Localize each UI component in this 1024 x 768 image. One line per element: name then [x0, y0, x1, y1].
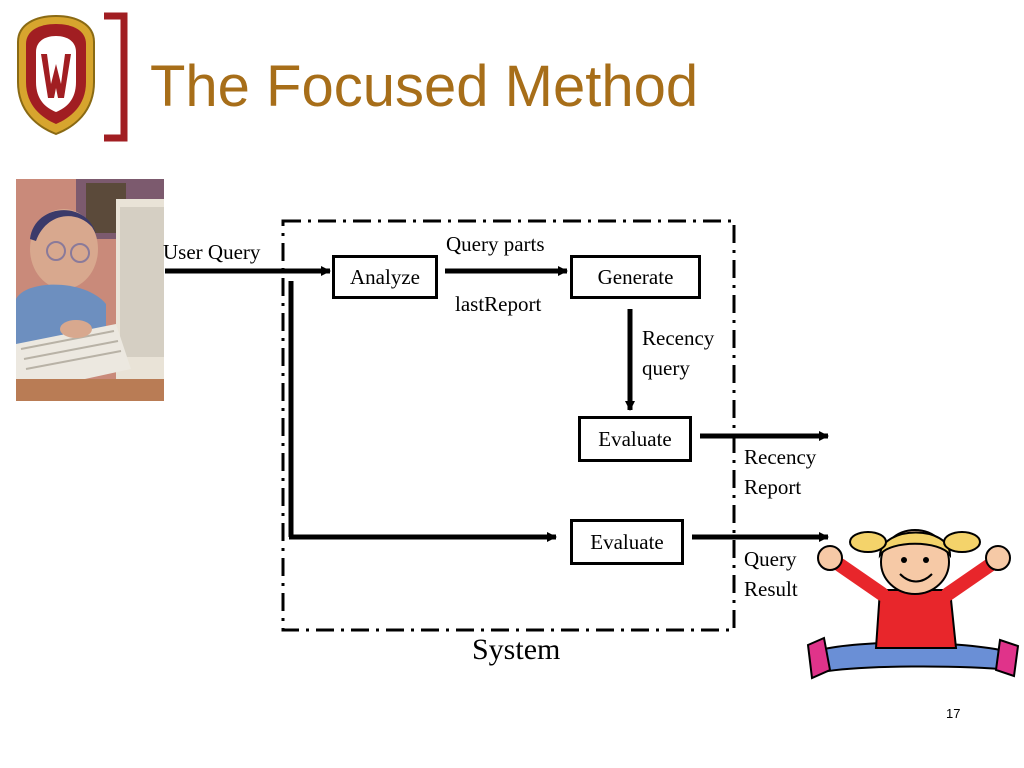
node-evaluate-query: Evaluate: [570, 519, 684, 565]
page-number: 17: [946, 706, 961, 721]
label-recency-query-line1: Recency: [642, 326, 715, 350]
label-recency-query-line2: query: [642, 356, 690, 380]
label-recency-report-line1: Recency: [744, 445, 817, 469]
system-boundary: [281, 219, 736, 632]
node-analyze: Analyze: [332, 255, 438, 299]
happy-girl-cartoon: [806, 529, 1020, 680]
label-last-report: lastReport: [455, 292, 542, 316]
label-recency-report-line2: Report: [744, 475, 802, 499]
label-query-result-line1: Query: [744, 547, 797, 571]
label-system: System: [472, 633, 561, 666]
user-at-computer-photo: [16, 179, 164, 401]
label-user-query: User Query: [163, 240, 261, 264]
node-generate: Generate: [570, 255, 701, 299]
label-query-parts: Query parts: [446, 232, 545, 256]
title-bracket-decoration: [104, 12, 128, 142]
slide-title: The Focused Method: [150, 54, 699, 119]
university-crest-logo: [17, 14, 95, 136]
node-evaluate-recency: Evaluate: [578, 416, 692, 462]
label-query-result-line2: Result: [744, 577, 798, 601]
